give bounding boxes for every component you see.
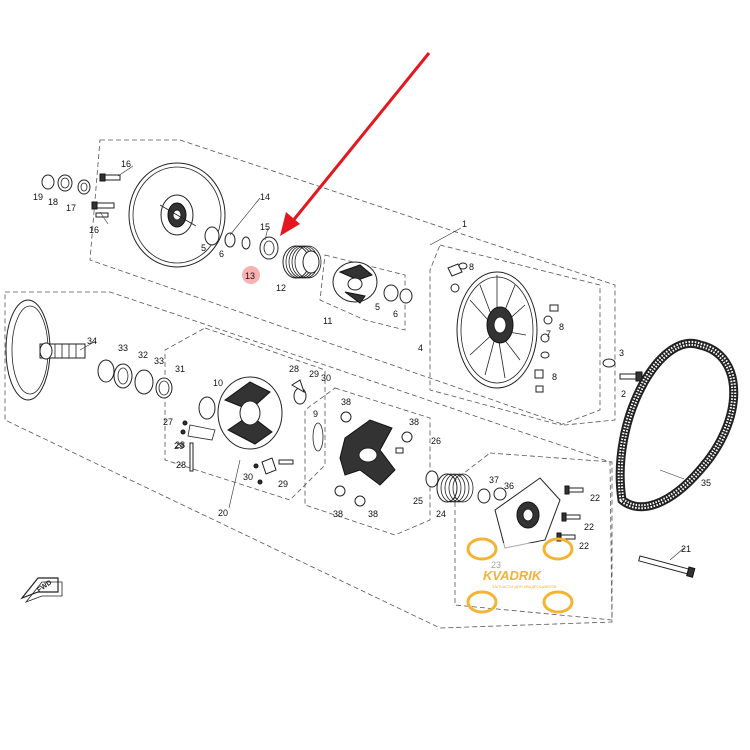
callout-28-top: 28 <box>289 364 299 374</box>
callout-35: 35 <box>701 478 711 488</box>
callout-32: 32 <box>138 350 148 360</box>
shaft-rings-upper <box>204 226 251 250</box>
callout-13: 13 <box>245 271 255 281</box>
bolts-16 <box>91 173 121 218</box>
callout-26: 26 <box>431 436 441 446</box>
callout-17: 17 <box>66 203 76 213</box>
driven-sheave-4 <box>456 271 538 389</box>
callout-36: 36 <box>504 481 514 491</box>
callout-38-top: 38 <box>341 397 351 407</box>
callout-4: 4 <box>418 343 423 353</box>
watermark-logo: KVADRIK ЗАПЧАСТИ ДЛЯ КВАДРОЦИКЛОВ <box>466 537 574 614</box>
callout-3: 3 <box>619 348 624 358</box>
callout-8-bottom: 8 <box>552 372 557 382</box>
callout-22-top: 22 <box>590 493 600 503</box>
callout-22-middle: 22 <box>584 522 594 532</box>
callout-24: 24 <box>436 509 446 519</box>
callout-27: 27 <box>163 417 173 427</box>
callout-5-middle: 5 <box>375 302 380 312</box>
callout-19: 19 <box>33 192 43 202</box>
callout-38-right: 38 <box>409 417 419 427</box>
callout-2: 2 <box>621 389 626 399</box>
callout-33-left: 33 <box>118 343 128 353</box>
callout-16-top: 16 <box>121 159 131 169</box>
callout-6-middle: 6 <box>393 309 398 319</box>
watermark-name: KVADRIK <box>483 568 543 583</box>
callout-37: 37 <box>489 475 499 485</box>
callout-16-bottom: 16 <box>89 225 99 235</box>
cam-plate-11 <box>332 261 413 304</box>
rollers-7-8 <box>447 262 559 393</box>
callout-20: 20 <box>218 508 228 518</box>
callout-8-right: 8 <box>559 322 564 332</box>
callout-6-upper: 6 <box>219 249 224 259</box>
callout-34: 34 <box>87 336 97 346</box>
drive-fixed-sheave <box>128 162 226 268</box>
callout-10: 10 <box>213 378 223 388</box>
callout-30-bottom: 30 <box>243 472 253 482</box>
callout-29-top: 29 <box>309 369 319 379</box>
callout-11: 11 <box>323 316 332 326</box>
drive-belt-35 <box>615 338 739 512</box>
leader-lines <box>79 165 685 561</box>
group-outlines <box>4 139 616 629</box>
callout-15: 15 <box>260 222 270 232</box>
watermark-tagline: ЗАПЧАСТИ ДЛЯ КВАДРОЦИКЛОВ <box>492 584 557 589</box>
bolt-21 <box>638 555 696 578</box>
callout-21: 21 <box>681 544 691 554</box>
bushings-31-33 <box>97 359 173 399</box>
callout-31: 31 <box>175 364 185 374</box>
callout-30-top: 30 <box>321 373 331 383</box>
callout-28-middle: 28 <box>175 440 185 450</box>
callout-9: 9 <box>313 409 318 419</box>
callout-1: 1 <box>462 219 467 229</box>
callout-5-upper: 5 <box>201 243 206 253</box>
callout-22-bottom: 22 <box>579 541 589 551</box>
fasteners-27-30 <box>180 420 263 485</box>
bearing-13 <box>259 236 279 260</box>
small-rings-upper-left <box>41 174 91 195</box>
callout-14: 14 <box>260 192 270 202</box>
callout-12: 12 <box>276 283 286 293</box>
callout-8-top: 8 <box>469 262 474 272</box>
bolt-2-washer-3 <box>602 358 643 382</box>
callout-28-bottom: 28 <box>176 460 186 470</box>
movable-sheave-20 <box>187 376 324 475</box>
callout-7: 7 <box>546 329 551 339</box>
callout-33-right: 33 <box>154 356 164 366</box>
callout-38-bottom: 38 <box>368 509 378 519</box>
callout-29-middle: 29 <box>174 441 184 451</box>
spider-26 <box>334 411 413 507</box>
red-pointer-arrow <box>280 52 431 236</box>
callout-18: 18 <box>48 197 58 207</box>
callout-38-left: 38 <box>333 509 343 519</box>
callout-29-bottom: 29 <box>278 479 288 489</box>
callout-25: 25 <box>413 496 423 506</box>
callout-labels: 1 2 3 4 5 5 6 6 7 8 8 8 9 10 11 12 13 14… <box>33 159 711 570</box>
fixed-face-34 <box>5 299 86 401</box>
fwd-arrow-icon: FWD <box>20 577 63 603</box>
spring-24 <box>425 470 474 503</box>
spring-12 <box>282 245 322 279</box>
cover-23 <box>477 477 584 549</box>
highlight-marker-13 <box>242 266 260 284</box>
